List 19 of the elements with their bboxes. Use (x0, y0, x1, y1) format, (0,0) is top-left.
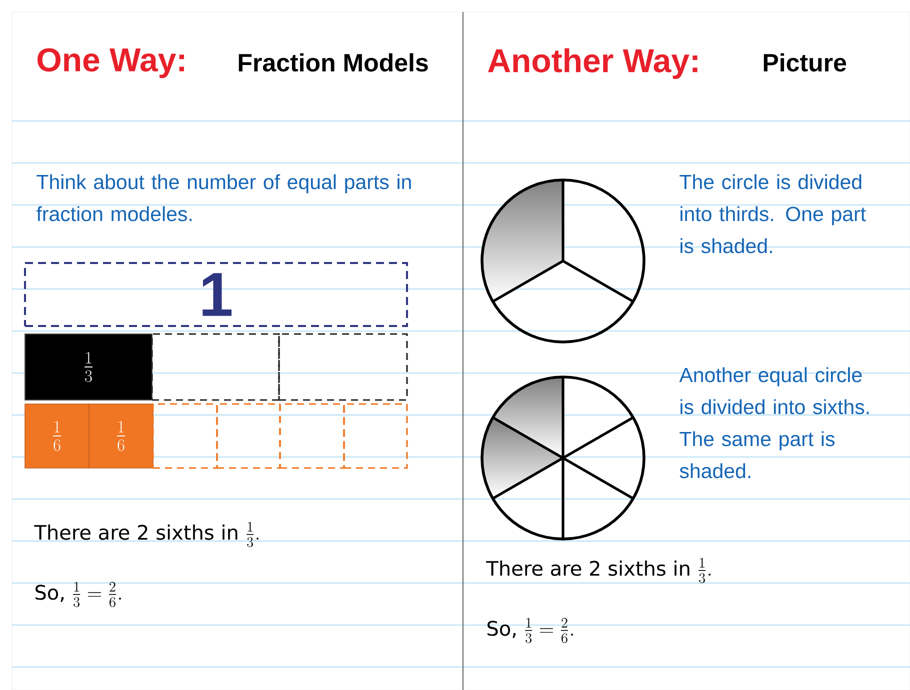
empty-bar (343, 403, 408, 469)
whole-bar: 1 (24, 262, 408, 327)
section-heading: One Way: (38, 48, 184, 78)
section-heading: Picture (764, 53, 846, 72)
fraction-tile: $\frac{1}{6}$ (24, 404, 90, 468)
empty-bar (216, 403, 281, 469)
handwritten-sentence: $\text{There are 2 sixths in }\frac{1}{3}.$ (486, 558, 711, 584)
explanation-text: The circle is divided into thirds. One part is shaded. (680, 174, 866, 254)
handwritten-sentence: $\text{There are 2 sixths in }\frac{1}{3}.$ (34, 522, 259, 548)
section-heading: Fraction Models (238, 53, 428, 72)
instruction-text: Think about the number of equal parts in fraction modeles. (36, 174, 411, 222)
fraction-tile: $\frac{1}{6}$ (88, 404, 154, 468)
empty-bar (279, 403, 345, 469)
fraction-tile: $\frac{1}{3}$ (24, 334, 152, 400)
handwritten-sentence: $\text{So, }\frac{1}{3}=\frac{2}{6}.$ (488, 618, 574, 644)
section-heading: Another Way: (488, 48, 698, 79)
handwritten-sentence: $\text{So, }\frac{1}{3}=\frac{2}{6}.$ (36, 582, 122, 608)
empty-bar (278, 333, 408, 401)
explanation-text: Another equal circle is divided into sixths. The same part is shaded. (679, 367, 869, 478)
